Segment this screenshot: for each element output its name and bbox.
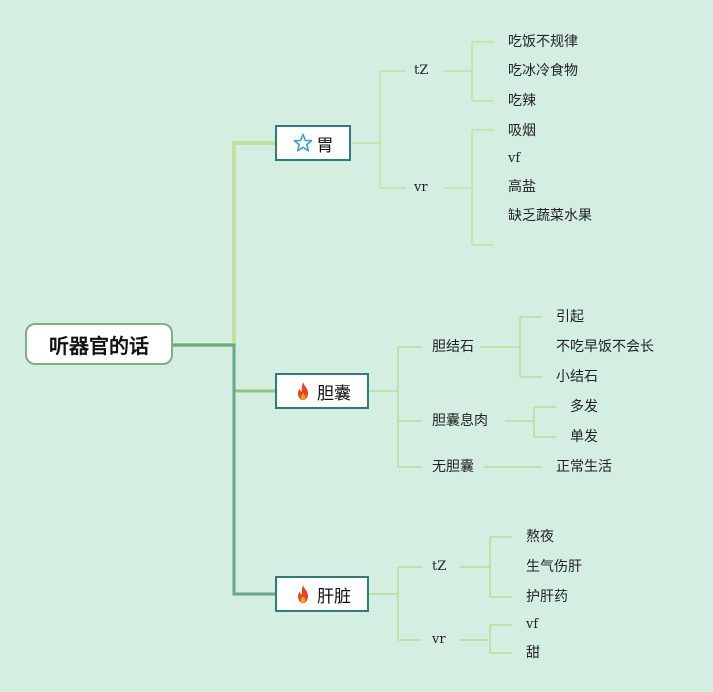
liver-vr-label: vr (432, 632, 446, 647)
branch-gallbladder-label: 胆囊 (317, 383, 351, 404)
liver-tz-label: tZ (432, 559, 447, 574)
branch-stomach-label: 胃 (316, 135, 334, 156)
stomach-tz-label: tZ (414, 63, 429, 78)
branch-stomach[interactable]: 胃 (275, 125, 351, 161)
stomach-vr-item: 缺乏蔬菜水果 (508, 208, 592, 224)
gallstone-item: 引起 (556, 309, 584, 325)
gallbladder-subtree-lines (369, 316, 556, 468)
connector-stomach (173, 141, 275, 347)
gallstone-item: 不吃早饭不会长 (556, 339, 654, 355)
no-gallbladder-label: 无胆囊 (432, 459, 474, 475)
polyp-item: 单发 (570, 429, 598, 445)
stomach-tz-item: 吃辣 (508, 93, 536, 109)
polyp-label: 胆囊息肉 (432, 413, 488, 429)
liver-vr-item: vf (526, 617, 539, 632)
stomach-vr-item: 吸烟 (508, 123, 536, 139)
fire-icon (293, 584, 313, 604)
stomach-subtree-lines (351, 41, 494, 246)
connector-gallbladder (173, 343, 275, 393)
fire-icon (293, 381, 313, 401)
branch-liver[interactable]: 肝脏 (275, 576, 369, 612)
liver-tz-item: 护肝药 (526, 589, 568, 605)
stomach-tz-item: 吃冰冷食物 (508, 63, 578, 79)
root-node[interactable]: 听器官的话 (25, 323, 173, 365)
gallstone-item: 小结石 (556, 369, 598, 385)
liver-subtree-lines (369, 536, 512, 654)
stomach-vr-item: vf (508, 151, 521, 166)
stomach-tz-item: 吃饭不规律 (508, 34, 578, 50)
stomach-vr-label: vr (414, 180, 428, 195)
branch-liver-label: 肝脏 (317, 586, 351, 607)
star-icon (293, 133, 313, 153)
root-label: 听器官的话 (49, 333, 149, 358)
no-gallbladder-item: 正常生活 (556, 459, 612, 475)
liver-tz-item: 熬夜 (526, 529, 554, 545)
liver-tz-item: 生气伤肝 (526, 559, 582, 575)
stomach-vr-item: 高盐 (508, 179, 536, 195)
liver-vr-item: 甜 (526, 645, 540, 661)
connector-liver (173, 343, 275, 596)
gallstone-label: 胆结石 (432, 339, 474, 355)
polyp-item: 多发 (570, 399, 598, 415)
branch-gallbladder[interactable]: 胆囊 (275, 373, 369, 409)
